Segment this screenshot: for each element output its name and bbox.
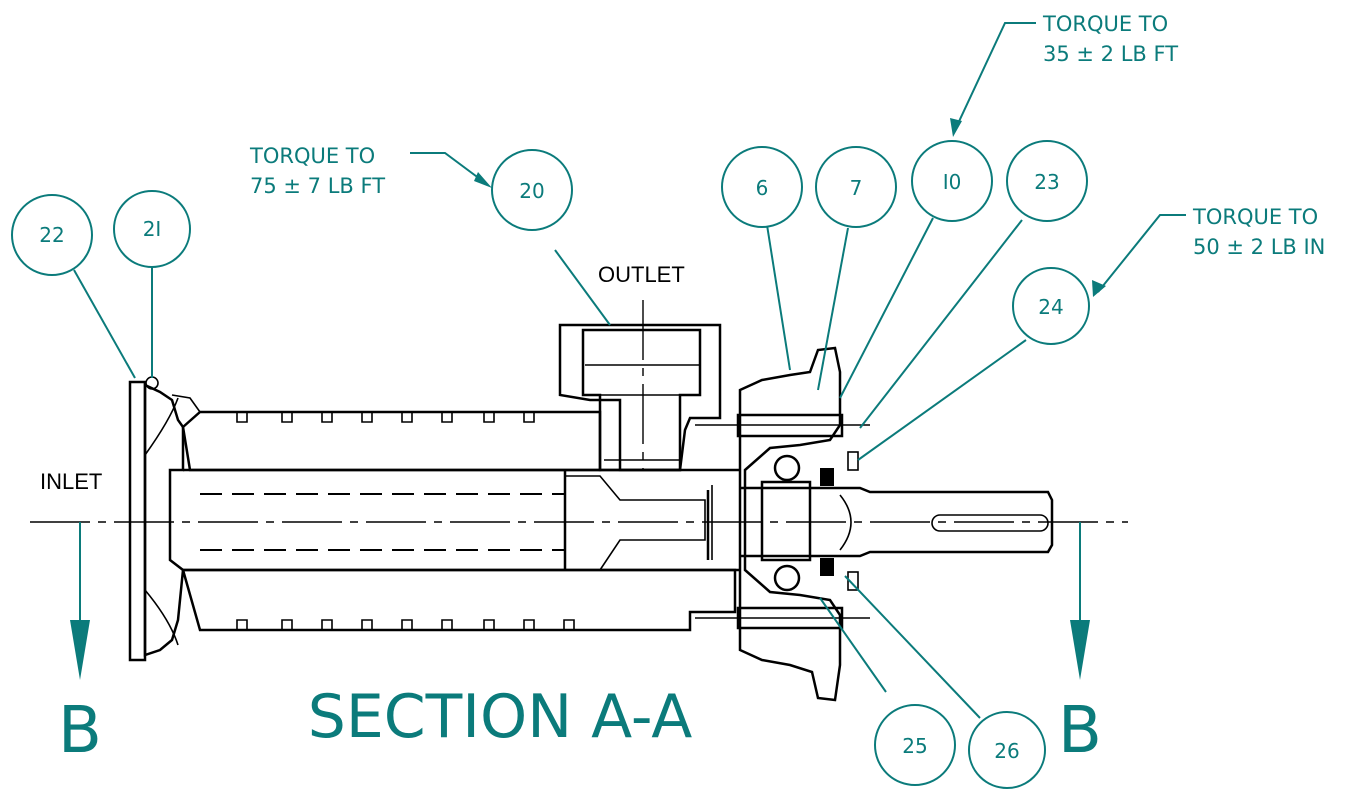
torque-note-item-20: TORQUE TO 75 ± 7 LB FT: [249, 144, 385, 198]
balloon-23-label: 23: [1034, 170, 1059, 194]
balloon-26: 26: [968, 711, 1046, 789]
balloon-6-label: 6: [756, 176, 769, 200]
torque-note-10-line2: 35 ± 2 LB FT: [1043, 42, 1178, 66]
view-letter-left: B: [58, 694, 102, 768]
section-title: SECTION A-A: [308, 682, 693, 752]
leader-lines: [73, 22, 1186, 719]
outlet-label: OUTLET: [598, 262, 685, 287]
balloon-21-label: 2I: [143, 217, 162, 241]
balloon-22-label: 22: [39, 223, 64, 247]
balloon-10: I0: [911, 140, 993, 222]
torque-note-20-line1: TORQUE TO: [249, 144, 375, 168]
balloon-22: 22: [11, 194, 93, 276]
section-cut-line: [70, 522, 1090, 680]
balloon-25-label: 25: [902, 734, 927, 758]
torque-note-24-line2: 50 ± 2 LB IN: [1193, 235, 1325, 259]
balloon-25: 25: [874, 704, 956, 786]
balloon-7-label: 7: [850, 176, 863, 200]
balloon-10-label: I0: [943, 170, 962, 194]
balloon-21: 2I: [113, 190, 191, 268]
balloon-23: 23: [1006, 140, 1088, 222]
balloon-6: 6: [721, 146, 803, 228]
balloon-7: 7: [815, 146, 897, 228]
balloon-24: 24: [1012, 267, 1090, 345]
torque-note-20-line2: 75 ± 7 LB FT: [250, 174, 385, 198]
pump-body-section: [30, 300, 1128, 702]
balloon-20: 20: [491, 149, 573, 231]
torque-note-item-10: TORQUE TO 35 ± 2 LB FT: [1042, 12, 1178, 66]
inlet-label: INLET: [40, 469, 102, 494]
view-letter-right: B: [1058, 694, 1102, 768]
torque-note-10-line1: TORQUE TO: [1042, 12, 1168, 36]
balloon-24-label: 24: [1038, 295, 1063, 319]
balloon-20-label: 20: [519, 179, 544, 203]
balloon-26-label: 26: [994, 739, 1019, 763]
torque-note-24-line1: TORQUE TO: [1192, 205, 1318, 229]
torque-note-item-24: TORQUE TO 50 ± 2 LB IN: [1192, 205, 1325, 259]
